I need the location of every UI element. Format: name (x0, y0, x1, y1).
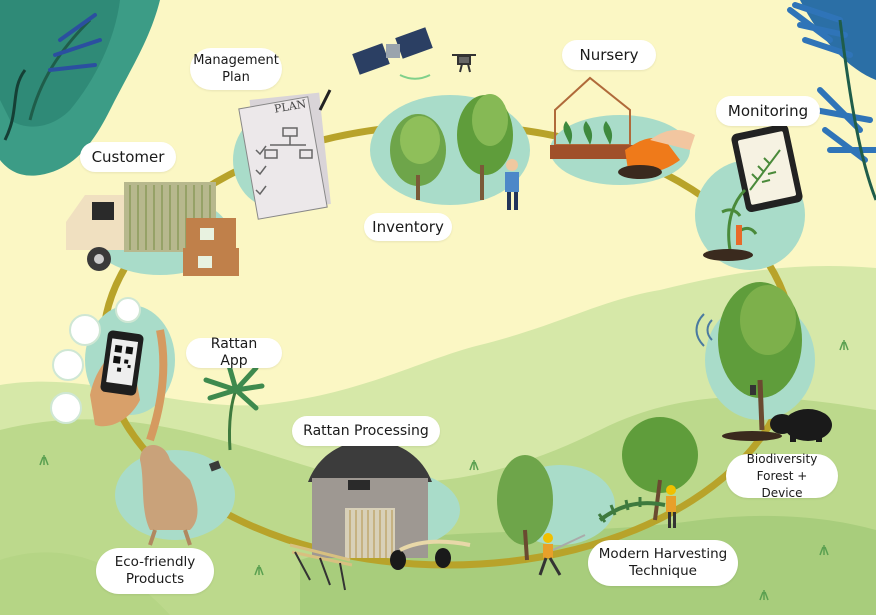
greenhouse-icon (550, 76, 695, 179)
label-eco-friendly: Eco-friendly Products (96, 548, 214, 594)
phone-qr-icon (50, 297, 168, 442)
label-monitoring: Monitoring (716, 96, 820, 126)
label-rattan-processing: Rattan Processing (292, 416, 440, 446)
label-nursery: Nursery (562, 40, 656, 70)
truck-icon (66, 182, 239, 276)
plan-document-icon (238, 89, 332, 220)
grass-tufts (39, 340, 849, 601)
corner-foliage-right (787, 0, 876, 201)
satellite-icon (352, 27, 433, 80)
label-rattan-app: Rattan App (186, 336, 282, 369)
barn-icon (289, 440, 471, 591)
label-customer: Customer (80, 142, 176, 172)
corner-foliage-left (0, 0, 160, 176)
label-biodiversity: Biodiversity Forest + Device (726, 452, 838, 500)
harvest-trees (497, 417, 698, 576)
inventory-trees (390, 94, 519, 210)
drone-icon (452, 54, 476, 73)
label-inventory: Inventory (364, 213, 452, 241)
label-management-plan: Management Plan (190, 48, 282, 90)
chair-icon (140, 359, 265, 546)
tablet-icon (703, 123, 803, 261)
biodiversity-tree (695, 282, 802, 431)
bear-icon (770, 409, 832, 442)
label-modern-harvesting: Modern Harvesting Technique (588, 540, 738, 586)
